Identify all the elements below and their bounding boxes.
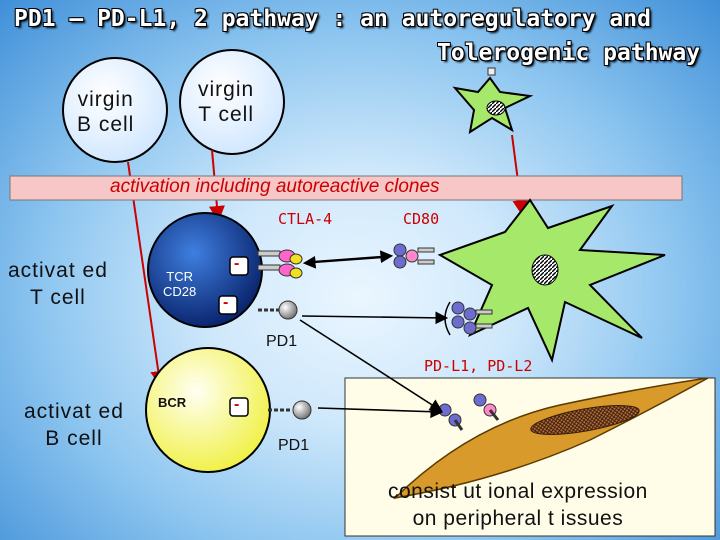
inhibition-sign-pd1-b: - [234,396,240,413]
tcr-cd28-label: TCR CD28 [163,269,197,299]
virgin-b-cell [62,57,168,163]
pd1-t-label: PD1 [266,333,298,350]
ctla4-receptor [257,249,303,279]
dendritic-marker [487,67,496,76]
cd80-label: CD80 [403,210,440,228]
activated-b-cell-label: activat ed B cell [24,400,124,451]
activated-b-cell [145,347,271,473]
dendritic-nucleus-large [531,254,559,286]
cd80-ligand [393,243,435,269]
inhibition-sign-ctla4: - [234,255,240,272]
dendritic-nucleus-small [486,100,506,116]
interaction-arrows [299,250,449,419]
virgin-b-cell-label: virgin B cell [77,88,135,137]
activation-banner [9,175,683,201]
pd1-receptor-b [268,400,312,420]
tissue-expression-note: consist ut ional expression on periphera… [388,480,648,531]
inhibition-signals [218,256,249,417]
pdl-ligands-dc [444,301,493,336]
bcr-label: BCR [158,395,187,410]
tissue-nucleus [530,405,640,435]
virgin-t-cell [179,49,285,155]
inhibition-sign-pd1-t: - [223,294,229,311]
pdl-label: PD-L1, PD-L2 [424,357,533,375]
activation-banner-text: activation including autoreactive clones [110,176,440,197]
virgin-t-cell-label: virgin T cell [198,78,255,127]
title-line-1: PD1 – PD-L1, 2 pathway : an autoregulato… [14,6,651,32]
title-line-2: Tolerogenic pathway [437,40,701,66]
pd1-receptor-t [258,300,298,320]
pdl-ligands-tissue [438,393,500,431]
activated-t-cell-label: activat ed T cell [8,259,108,310]
ctla4-label: CTLA-4 [278,210,333,228]
pd1-b-label: PD1 [278,437,310,454]
